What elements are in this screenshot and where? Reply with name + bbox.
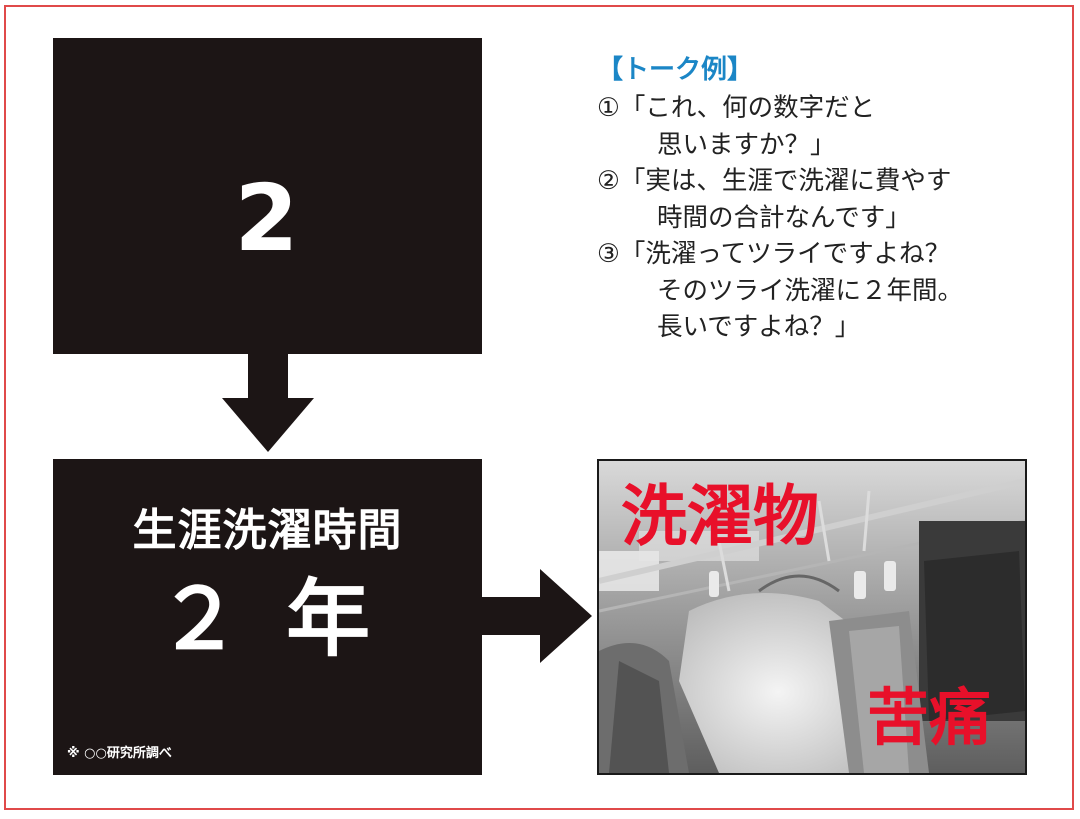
slide-title: 生涯洗濯時間 xyxy=(132,505,403,556)
talk-line: 時間の合計なんです」 xyxy=(657,202,911,233)
source-note: ※ ○○研究所調べ xyxy=(67,746,172,761)
talk-line: ②「実は、生涯で洗濯に費やす xyxy=(597,166,952,196)
talk-line: ①「これ、何の数字だと xyxy=(597,93,876,123)
laundry-photo: 洗濯物 苦痛 xyxy=(597,459,1027,775)
talk-line: ③「洗濯ってツライですよね？ xyxy=(597,239,951,269)
laundry-photo-image xyxy=(599,461,1025,773)
arrow-right-icon xyxy=(482,569,592,663)
talk-line: 思いますか？」 xyxy=(657,129,836,160)
slide-number-value: 2 xyxy=(234,165,301,272)
slide-number: 2 xyxy=(53,38,482,354)
photo-caption-pain: 苦痛 xyxy=(867,681,992,754)
talk-line: 長いですよね？」 xyxy=(657,312,861,342)
talk-heading: 【トーク例】 xyxy=(597,55,754,85)
talk-line: そのツライ洗濯に２年間。 xyxy=(657,275,964,306)
arrow-down-icon xyxy=(222,354,314,452)
slide-value: ２ 年 xyxy=(156,570,379,668)
slide-lifetime-laundry: 生涯洗濯時間 ２ 年 ※ ○○研究所調べ xyxy=(53,459,482,775)
talk-example: 【トーク例】 ①「これ、何の数字だと 思いますか？」 ②「実は、生涯で洗濯に費や… xyxy=(597,54,1057,346)
photo-caption-laundry: 洗濯物 xyxy=(621,477,819,555)
outer-frame xyxy=(4,5,1074,810)
